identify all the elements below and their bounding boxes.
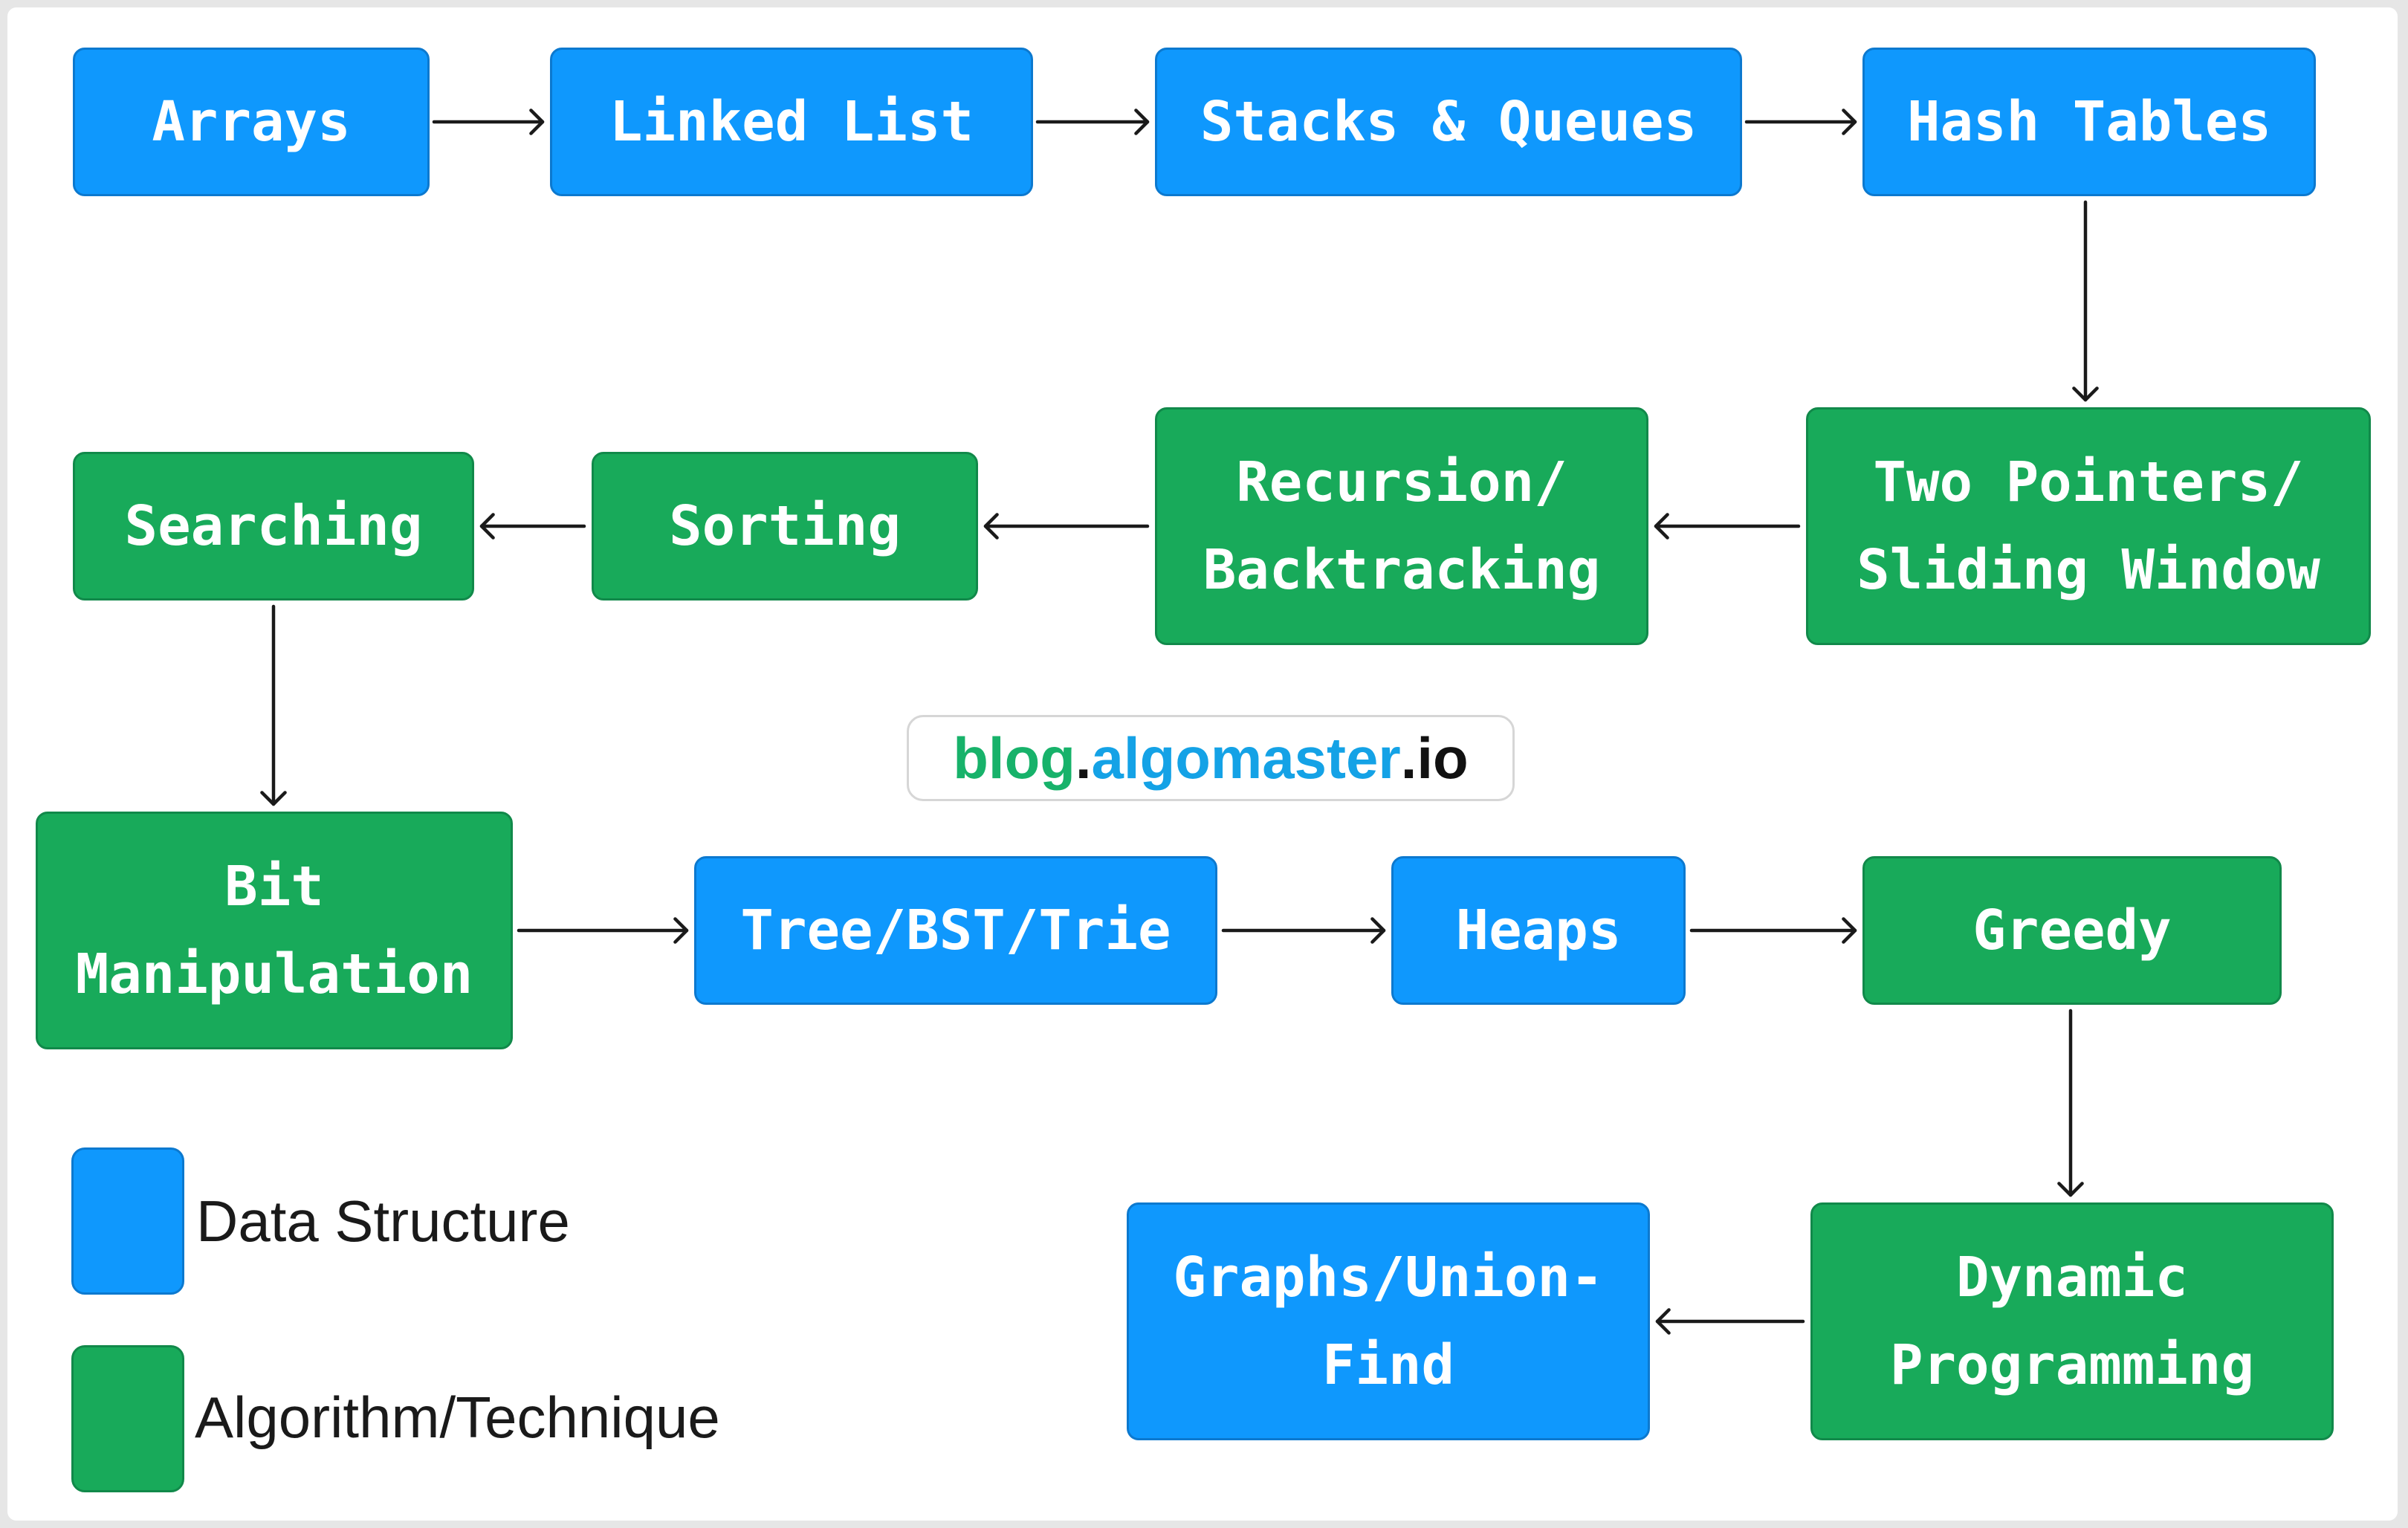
legend-label-algorithm-technique: Algorithm/Technique (195, 1385, 720, 1450)
node-dynamic-programming: Dynamic Programming (1810, 1202, 2334, 1440)
node-searching: Searching (73, 452, 474, 600)
node-graphs-union-find: Graphs/Union- Find (1127, 1202, 1650, 1440)
node-hash-tables: Hash Tables (1862, 48, 2316, 196)
watermark-badge: blog.algomaster.io (907, 715, 1515, 801)
watermark-algomaster: algomaster (1091, 725, 1401, 791)
node-bit-manipulation: Bit Manipulation (36, 812, 513, 1049)
node-sorting: Sorting (592, 452, 978, 600)
node-stacks-queues: Stacks & Queues (1155, 48, 1742, 196)
watermark-blog: blog (953, 725, 1075, 791)
legend-swatch-algorithm-technique (71, 1345, 184, 1492)
arrow-tree-to-heaps (1221, 917, 1386, 944)
arrow-recursion-to-sorting (983, 513, 1150, 540)
arrow-dynamic-programming-to-graphs (1655, 1308, 1805, 1335)
arrow-sorting-to-searching (479, 513, 586, 540)
node-recursion-backtracking: Recursion/ Backtracking (1155, 407, 1648, 645)
node-linked-list: Linked List (550, 48, 1033, 196)
watermark-io: .io (1400, 725, 1469, 791)
diagram-canvas: Arrays Linked List Stacks & Queues Hash … (7, 7, 2398, 1521)
arrow-stacks-to-hash-tables (1744, 109, 1857, 135)
legend-swatch-data-structure (71, 1147, 184, 1295)
arrow-searching-to-bit-manipulation (260, 604, 287, 806)
arrow-linked-list-to-stacks (1035, 109, 1150, 135)
arrow-hash-tables-to-two-pointers (2072, 200, 2099, 402)
arrow-arrays-to-linked-list (432, 109, 545, 135)
arrow-bit-manipulation-to-tree (517, 917, 689, 944)
legend-label-data-structure: Data Structure (196, 1188, 570, 1254)
arrow-greedy-to-dynamic-programming (2057, 1009, 2084, 1197)
node-greedy: Greedy (1862, 856, 2282, 1005)
arrows-layer (260, 109, 2099, 1335)
node-tree-bst-trie: Tree/BST/Trie (694, 856, 1217, 1005)
node-two-pointers-sliding-window: Two Pointers/ Sliding Window (1806, 407, 2371, 645)
arrow-heaps-to-greedy (1689, 917, 1857, 944)
watermark-dot: . (1075, 725, 1092, 791)
node-arrays: Arrays (73, 48, 430, 196)
arrow-two-pointers-to-recursion (1654, 513, 1801, 540)
node-heaps: Heaps (1391, 856, 1686, 1005)
